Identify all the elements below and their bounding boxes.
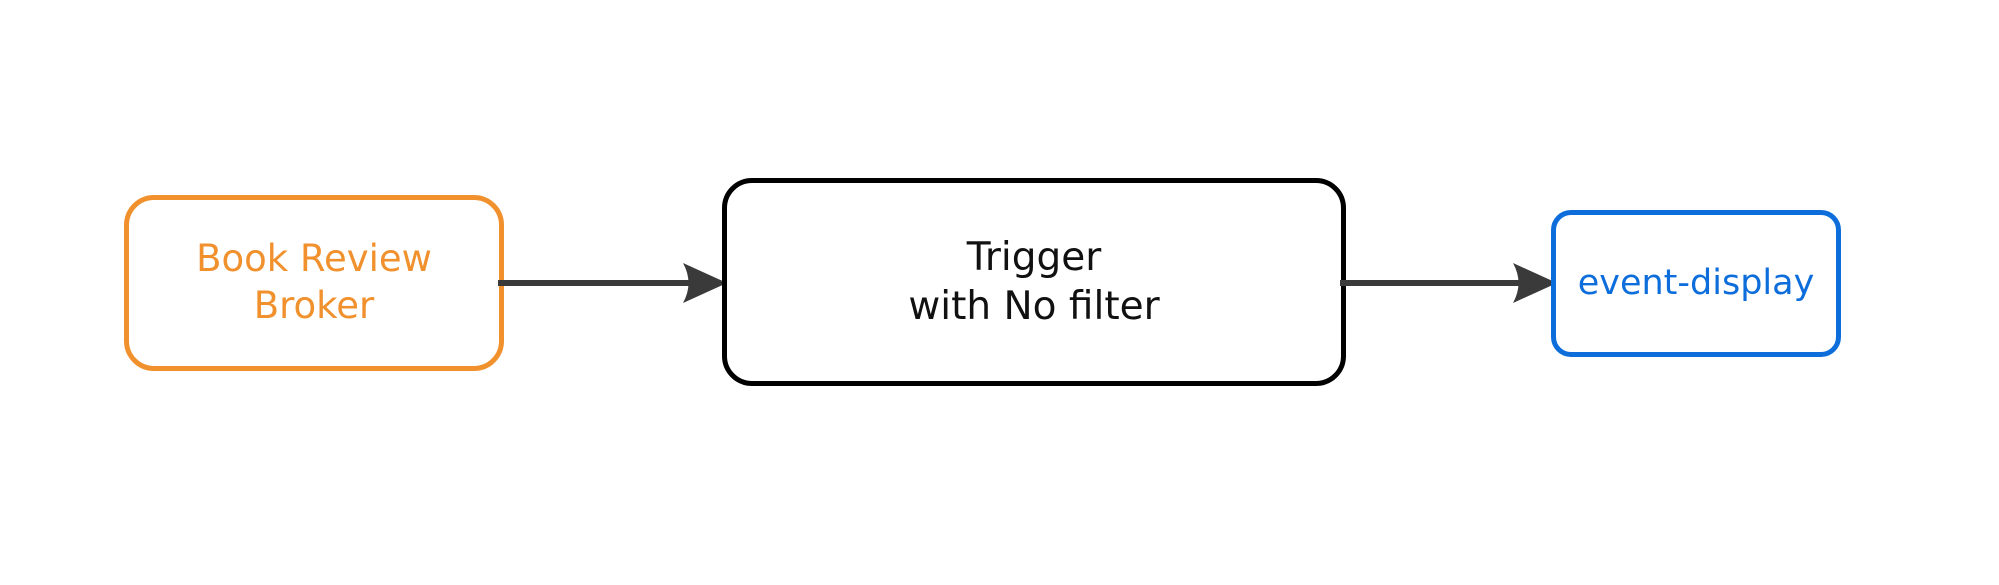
node-event-display[interactable]: event-display — [1551, 210, 1841, 357]
node-trigger-line-2: with No filter — [908, 284, 1160, 329]
edge-trigger-to-sink-svg — [1340, 263, 1557, 303]
node-trigger-with-no-filter[interactable]: Trigger with No filter — [722, 178, 1346, 386]
edge-trigger-to-sink — [1340, 261, 1558, 305]
node-trigger-line-1: Trigger — [966, 234, 1102, 280]
node-book-review-broker[interactable]: Book Review Broker — [124, 195, 504, 371]
edge-source-to-trigger — [498, 261, 728, 305]
arrowhead-icon — [683, 263, 727, 303]
edge-source-to-trigger-svg — [498, 263, 727, 303]
node-event-display-label: event-display — [1577, 263, 1815, 304]
node-book-review-broker-line-2: Broker — [253, 284, 375, 327]
node-book-review-broker-line-1: Book Review — [196, 237, 432, 281]
